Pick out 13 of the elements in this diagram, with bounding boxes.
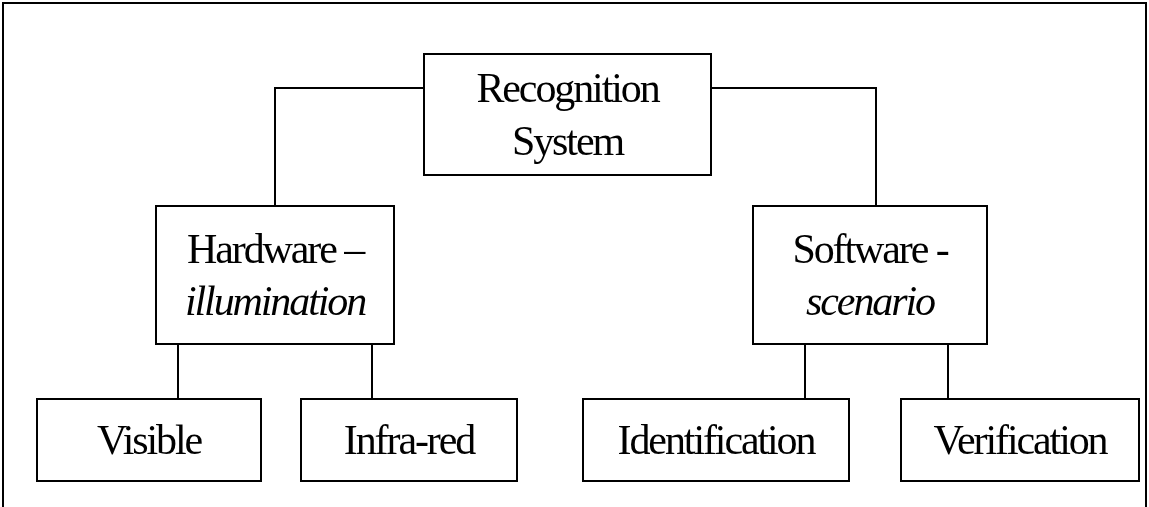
hierarchy-box: Infra-red <box>300 398 518 482</box>
connector-line <box>371 344 373 399</box>
hierarchy-box: Software - scenario <box>752 205 988 345</box>
connector-line <box>947 344 949 399</box>
hierarchy-box: Recognition System <box>423 53 712 176</box>
hierarchy-box: Verification <box>900 398 1140 482</box>
hierarchy-box: Visible <box>36 398 262 482</box>
hierarchy-box: Hardware – illumination <box>155 205 395 345</box>
connector-line <box>177 344 179 399</box>
connector-line <box>711 87 877 206</box>
hierarchy-box: Identification <box>582 398 850 482</box>
connector-line <box>804 344 806 399</box>
connector-line <box>274 87 424 206</box>
